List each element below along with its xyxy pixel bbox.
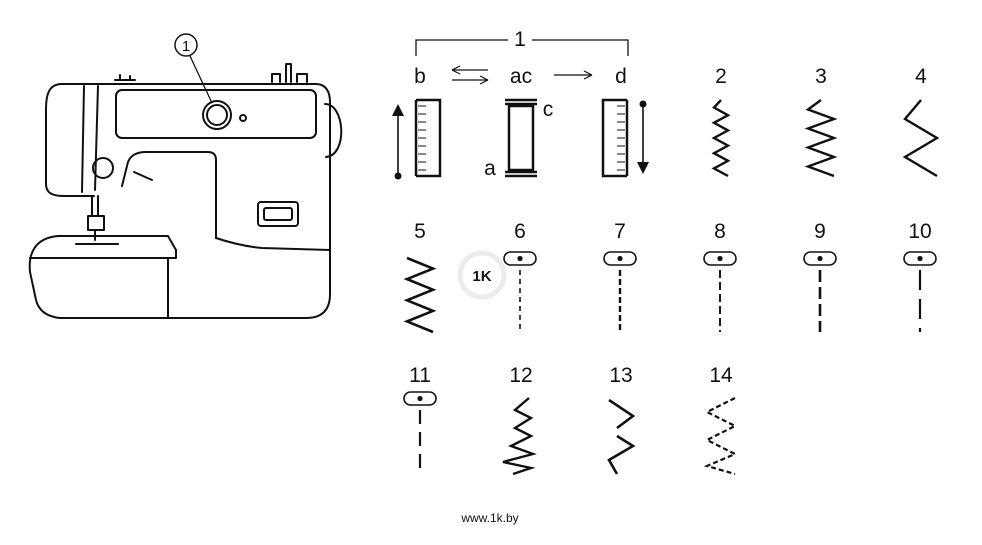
needle-dot-icon	[417, 395, 423, 402]
needle-position-icon	[403, 391, 437, 406]
stitch-number: 14	[709, 364, 733, 387]
stitch-7: 7	[603, 220, 637, 332]
stitch-11: 11	[403, 364, 437, 474]
group-number: 1	[514, 28, 526, 51]
label-ac: ac	[510, 65, 532, 88]
stitch-number: 6	[514, 220, 526, 243]
label-a: a	[484, 157, 496, 180]
stitch-number: 2	[715, 65, 727, 88]
needle-position-icon	[903, 251, 937, 266]
stitch-3: 3	[804, 65, 838, 178]
buttonhole-b-icon	[392, 98, 442, 180]
zigzag-pattern	[902, 99, 940, 178]
sewing-machine	[28, 63, 343, 319]
needle-dot-icon	[717, 255, 723, 262]
stitch-number: 5	[414, 220, 426, 243]
label-b: b	[414, 65, 426, 88]
buttonhole-ac-icon: a c	[484, 98, 553, 180]
stitch-patterns: 2 3 4 5 6 7 8 9 10 11 12 13 14	[403, 65, 940, 476]
needle-dot-icon	[517, 255, 523, 262]
swap-arrows-icon	[451, 65, 489, 85]
stitch-number: 7	[614, 220, 626, 243]
stitch-number: 12	[509, 364, 532, 387]
stitch-13: 13	[607, 364, 636, 475]
needle-position-icon	[803, 251, 837, 266]
satin-zigzag-pattern	[403, 256, 437, 334]
stitch-6: 6	[503, 220, 537, 332]
label-c: c	[543, 98, 554, 121]
blind-hem-pattern	[607, 398, 636, 475]
buttonhole-d-icon	[601, 98, 649, 178]
stitch-9: 9	[803, 220, 837, 332]
needle-position-icon	[603, 251, 637, 266]
stitch-2: 2	[711, 65, 731, 178]
needle-dot-icon	[917, 255, 923, 262]
stitch-4: 4	[902, 65, 940, 178]
zigzag-pattern	[804, 99, 838, 178]
watermark-logo: 1K	[457, 250, 507, 300]
label-d: d	[615, 65, 627, 88]
dashed-zigzag-pattern	[703, 397, 738, 476]
stitch-number: 9	[814, 220, 826, 243]
watermark-text: 1K	[472, 268, 491, 285]
stitch-5: 5	[403, 220, 437, 334]
stitch-12: 12	[502, 364, 537, 476]
stitch-number: 3	[815, 65, 827, 88]
needle-dot-icon	[617, 255, 623, 262]
multi-zigzag-pattern	[502, 397, 537, 476]
stitch-number: 13	[609, 364, 632, 387]
callout-number: 1	[182, 38, 190, 55]
zigzag-pattern	[711, 99, 731, 178]
stitch-8: 8	[703, 220, 737, 332]
footer-site: www.1k.by	[460, 511, 518, 525]
stitch-14: 14	[703, 364, 738, 476]
stitch-10: 10	[903, 220, 937, 332]
buttonhole-group: 1 b ac d a c	[392, 28, 649, 180]
stitch-number: 8	[714, 220, 726, 243]
needle-position-icon	[503, 251, 537, 266]
stitch-number: 11	[409, 364, 431, 387]
needle-position-icon	[703, 251, 737, 266]
stitch-number: 10	[908, 220, 931, 243]
stitch-number: 4	[915, 65, 927, 88]
callout-marker: 1	[174, 33, 213, 104]
arrow-right-icon	[554, 70, 593, 80]
needle-dot-icon	[817, 255, 823, 262]
